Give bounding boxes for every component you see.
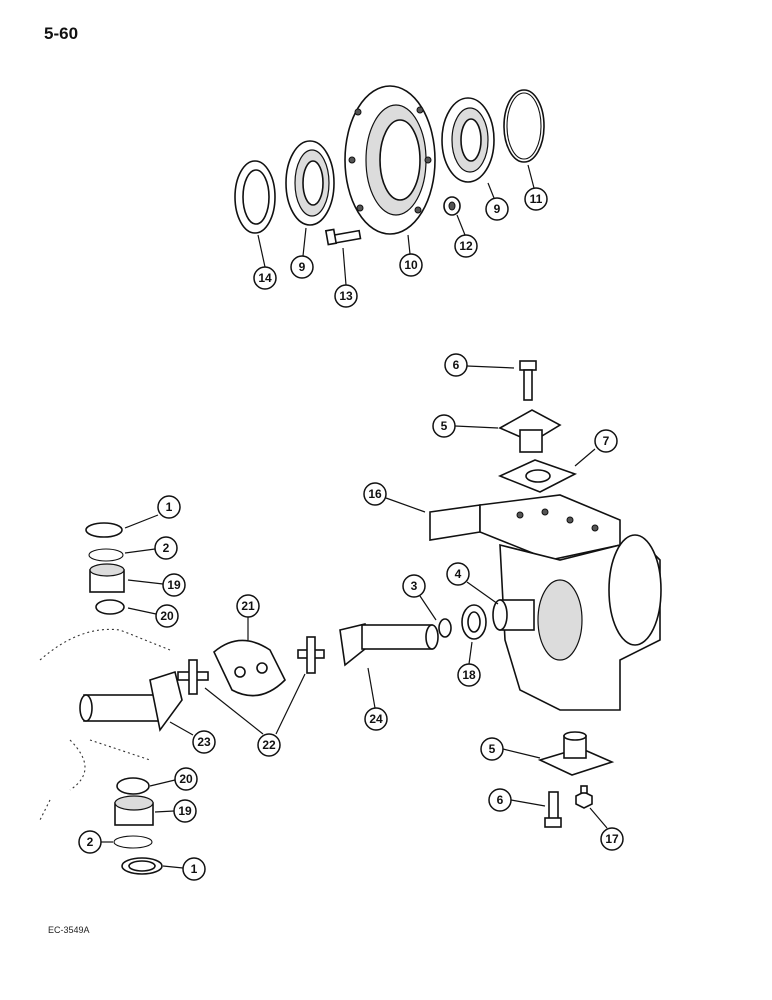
callout-3: 3 [402,574,426,598]
race-20-bottom [116,777,150,795]
callout-24: 24 [364,707,388,731]
svg-text:3: 3 [411,579,418,593]
seal-18 [461,604,487,640]
callout-6-bottom: 6 [488,788,512,812]
callout-22: 22 [257,733,281,757]
svg-text:19: 19 [167,578,181,592]
leader-lines [101,164,608,869]
callout-19-bottom: 19 [173,799,197,823]
bolt-6-top [519,360,537,401]
callout-12: 12 [454,234,478,258]
seal-14 [234,160,276,234]
svg-text:4: 4 [455,567,462,581]
svg-text:23: 23 [197,735,211,749]
bolt-13 [324,228,362,246]
svg-text:2: 2 [87,835,94,849]
bushing-4 [492,599,535,631]
callout-2-bottom: 2 [78,830,102,854]
svg-text:21: 21 [241,599,255,613]
svg-text:24: 24 [369,712,383,726]
seal-1-bottom [121,857,163,875]
callout-18: 18 [457,663,481,687]
callout-20-bottom: 20 [174,767,198,791]
bearing-9-right [441,97,495,183]
o-ring-2-top [88,548,124,562]
callout-9-right: 9 [485,197,509,221]
kingpin-cap-5-top [498,409,562,453]
race-20-top [95,599,125,615]
hub-10 [344,85,436,235]
nut-12 [443,196,461,216]
callout-13: 13 [334,284,358,308]
svg-text:14: 14 [258,271,272,285]
bearing-19-top [89,563,125,593]
callout-23: 23 [192,730,216,754]
callout-11: 11 [524,187,548,211]
u-joint-22-right [297,636,325,674]
figure-code: EC-3549A [48,925,90,935]
bolt-6-bottom [544,791,562,828]
svg-text:18: 18 [462,668,476,682]
svg-text:6: 6 [453,358,460,372]
callout-14: 14 [253,266,277,290]
svg-text:17: 17 [605,832,619,846]
callout-9-left: 9 [290,255,314,279]
svg-text:6: 6 [497,793,504,807]
svg-text:9: 9 [299,260,306,274]
callout-10: 10 [399,253,423,277]
svg-text:22: 22 [262,738,276,752]
svg-text:5: 5 [441,419,448,433]
svg-text:5: 5 [489,742,496,756]
callout-17: 17 [600,827,624,851]
bearing-19-bottom [114,795,154,826]
callout-2-top: 2 [154,536,178,560]
callout-5-bottom: 5 [480,737,504,761]
svg-text:1: 1 [191,862,198,876]
svg-text:7: 7 [603,434,610,448]
seal-1-top [85,522,123,538]
shim-7 [497,459,578,493]
shaft-yoke-24 [339,623,439,667]
svg-text:12: 12 [459,239,473,253]
o-ring-2-bottom [113,835,153,849]
svg-text:20: 20 [160,609,174,623]
svg-text:1: 1 [166,500,173,514]
steering-knuckle-16 [429,494,662,711]
bearing-9-left [285,140,335,226]
kingpin-cap-5-bottom [537,731,615,776]
svg-text:16: 16 [368,487,382,501]
svg-text:13: 13 [339,289,353,303]
yoke-23 [79,670,183,732]
callout-7: 7 [594,429,618,453]
u-joint-22-left [177,659,209,695]
page-number: 5-60 [44,24,79,43]
washer-3 [438,618,452,638]
callout-1-top: 1 [157,495,181,519]
callout-1-bottom: 1 [182,857,206,881]
callout-19-top: 19 [162,573,186,597]
svg-text:9: 9 [494,202,501,216]
callout-6-top: 6 [444,353,468,377]
grease-fitting-17 [575,785,593,809]
coupling-yoke-21 [213,639,286,697]
o-ring-11 [503,89,545,163]
svg-text:19: 19 [178,804,192,818]
svg-text:11: 11 [530,192,543,206]
svg-text:20: 20 [179,772,193,786]
svg-text:2: 2 [163,541,170,555]
callout-4: 4 [446,562,470,586]
callout-20-top: 20 [155,604,179,628]
svg-text:10: 10 [404,258,418,272]
callout-5-top: 5 [432,414,456,438]
callout-21: 21 [236,594,260,618]
callout-16: 16 [363,482,387,506]
